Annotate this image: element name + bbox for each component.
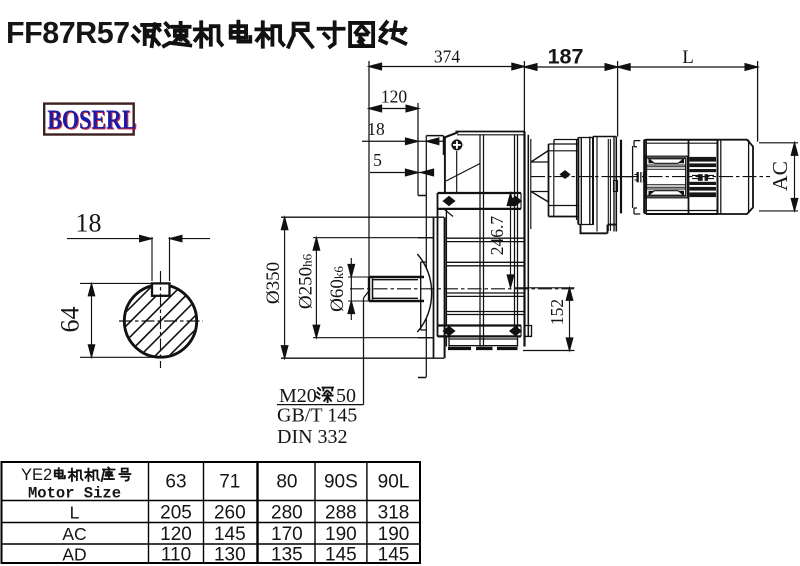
- svg-text:50: 50: [336, 385, 356, 407]
- svg-text:63: 63: [165, 471, 186, 492]
- svg-text:AD: AD: [62, 544, 86, 564]
- svg-text:Ø60k6: Ø60k6: [327, 266, 348, 312]
- svg-text:L: L: [70, 502, 80, 522]
- svg-text:BOSERL: BOSERL: [47, 106, 136, 136]
- svg-text:120: 120: [160, 524, 192, 545]
- svg-text:280: 280: [271, 502, 303, 523]
- svg-text:190: 190: [325, 524, 357, 545]
- svg-text:Ø250h6: Ø250h6: [296, 253, 317, 309]
- svg-text:18: 18: [76, 209, 102, 238]
- svg-text:145: 145: [214, 524, 246, 545]
- svg-text:130: 130: [214, 544, 246, 565]
- svg-text:152: 152: [547, 299, 567, 325]
- svg-text:71: 71: [219, 471, 240, 492]
- svg-text:110: 110: [161, 544, 191, 565]
- svg-text:374: 374: [434, 47, 461, 67]
- svg-text:YE2: YE2: [21, 466, 52, 484]
- svg-text:5: 5: [373, 150, 382, 170]
- svg-text:135: 135: [271, 544, 303, 565]
- svg-text:318: 318: [378, 502, 410, 523]
- svg-text:FF87R57: FF87R57: [6, 16, 130, 50]
- svg-text:190: 190: [378, 524, 410, 545]
- svg-text:AC: AC: [768, 161, 792, 191]
- svg-text:90S: 90S: [324, 471, 358, 492]
- svg-text:Ø350: Ø350: [263, 262, 284, 304]
- svg-text:BOSERL: BOSERL: [48, 106, 137, 136]
- svg-text:205: 205: [160, 502, 192, 523]
- svg-text:L: L: [682, 47, 694, 68]
- svg-text:90L: 90L: [378, 471, 410, 492]
- svg-text:AC: AC: [62, 524, 86, 544]
- svg-text:145: 145: [325, 544, 357, 565]
- svg-text:170: 170: [271, 524, 303, 545]
- svg-text:18: 18: [367, 119, 385, 139]
- svg-text:DIN 332: DIN 332: [277, 426, 348, 448]
- svg-text:M20: M20: [279, 385, 317, 407]
- svg-text:246.7: 246.7: [487, 216, 507, 256]
- svg-text:64: 64: [56, 307, 85, 333]
- svg-text:80: 80: [276, 471, 297, 492]
- svg-text:288: 288: [325, 502, 357, 523]
- svg-text:187: 187: [548, 45, 584, 69]
- svg-text:260: 260: [214, 502, 246, 523]
- svg-text:120: 120: [381, 87, 408, 107]
- svg-text:145: 145: [378, 544, 410, 565]
- svg-text:Motor Size: Motor Size: [28, 484, 121, 502]
- svg-text:GB/T 145: GB/T 145: [277, 405, 357, 427]
